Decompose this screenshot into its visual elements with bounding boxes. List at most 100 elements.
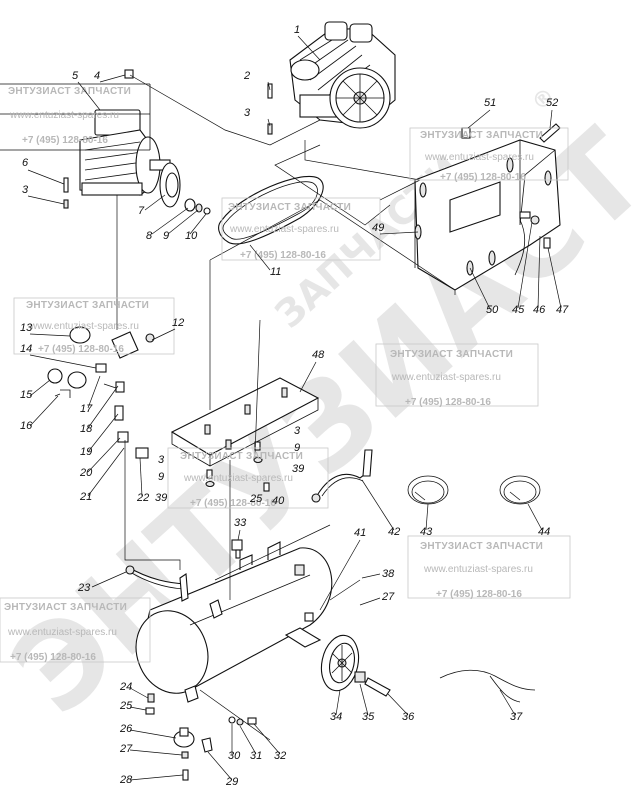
callout-2: 2	[243, 70, 250, 82]
watermark-phone: +7 (495) 128-80-16	[38, 344, 124, 355]
watermark-brand-title: ЭНТУЗИАСТ ЗАПЧАСТИ	[228, 202, 351, 213]
callout-4: 4	[94, 70, 100, 82]
callout-25: 25	[119, 700, 133, 712]
callout-34: 34	[330, 711, 342, 723]
callout-3: 3	[158, 454, 165, 466]
part-power-cord	[439, 669, 536, 703]
callout-39: 39	[292, 463, 304, 475]
callout-6: 6	[22, 157, 29, 169]
callout-9: 9	[158, 471, 164, 483]
watermark-brand-title: ЭНТУЗИАСТ ЗАПЧАСТИ	[420, 541, 543, 552]
callout-5: 5	[72, 70, 79, 82]
callout-29: 29	[225, 776, 238, 788]
callout-13: 13	[20, 322, 33, 334]
watermark-stamp-8: ЭНТУЗИАСТ ЗАПЧАСТИ www.entuziast-spares.…	[0, 597, 151, 663]
part-motor-base-plate	[170, 377, 320, 467]
callout-14: 14	[20, 343, 32, 355]
callout-39: 39	[155, 492, 167, 504]
part-bolts-small	[63, 69, 273, 209]
callout-38: 38	[382, 568, 395, 580]
part-pump-head	[289, 21, 396, 129]
part-safety-valve	[231, 539, 243, 559]
callout-36: 36	[402, 711, 415, 723]
callout-21: 21	[79, 491, 92, 503]
callout-45: 45	[512, 304, 525, 316]
part-guard-fixings	[514, 211, 551, 276]
callout-18: 18	[80, 423, 93, 435]
watermark-stamps: ЭНТУЗИАСТ ЗАПЧАСТИ www.entuziast-spares.…	[0, 83, 571, 663]
watermark-site: www.entuziast-spares.ru	[29, 321, 139, 332]
watermark-phone: +7 (495) 128-80-16	[440, 172, 526, 183]
watermark-stamp-5: ЭНТУЗИАСТ ЗАПЧАСТИ www.entuziast-spares.…	[375, 343, 539, 408]
callout-7: 7	[138, 205, 145, 217]
callout-47: 47	[556, 304, 569, 316]
watermark-stamp-4: ЭНТУЗИАСТ ЗАПЧАСТИ www.entuziast-spares.…	[13, 297, 175, 355]
callout-48: 48	[312, 349, 325, 361]
part-motor-pulley	[159, 162, 181, 208]
watermark-site: www.entuziast-spares.ru	[183, 473, 293, 484]
watermark-stamp-7: ЭНТУЗИАСТ ЗАПЧАСТИ www.entuziast-spares.…	[407, 535, 571, 600]
callout-9: 9	[294, 442, 300, 454]
part-wheel	[320, 634, 360, 692]
callout-3: 3	[22, 184, 29, 196]
callout-8: 8	[146, 230, 153, 242]
watermark-brand-title: ЭНТУЗИАСТ ЗАПЧАСТИ	[420, 130, 543, 141]
callout-3: 3	[244, 107, 251, 119]
watermark-phone: +7 (495) 128-80-16	[240, 250, 326, 261]
callout-46: 46	[533, 304, 546, 316]
part-cable-bundles	[407, 475, 541, 505]
part-flex-hose	[311, 449, 373, 503]
part-tank-feet-drain	[145, 693, 257, 781]
watermark-phone: +7 (495) 128-80-16	[436, 589, 522, 600]
parts-layer	[47, 21, 561, 781]
part-wheel-axle	[354, 671, 391, 697]
watermark-site: www.entuziast-spares.ru	[424, 152, 534, 163]
callout-24: 24	[119, 681, 132, 693]
part-electric-motor	[79, 109, 171, 196]
watermark-phone: +7 (495) 128-80-16	[10, 652, 96, 663]
callout-35: 35	[362, 711, 375, 723]
callout-51: 51	[484, 97, 496, 109]
watermark-site: www.entuziast-spares.ru	[9, 110, 119, 121]
callout-17: 17	[80, 403, 93, 415]
watermark-brand-title: ЭНТУЗИАСТ ЗАПЧАСТИ	[26, 300, 149, 311]
callout-32: 32	[274, 750, 286, 762]
callout-31: 31	[250, 750, 262, 762]
part-base-fasteners	[205, 441, 270, 492]
callout-43: 43	[420, 526, 433, 538]
connection-lines	[116, 74, 456, 741]
callout-26: 26	[119, 723, 133, 735]
callout-15: 15	[20, 389, 33, 401]
part-belt-guard	[414, 139, 561, 291]
watermark-stamp-1: ЭНТУЗИАСТ ЗАПЧАСТИ www.entuziast-spares.…	[0, 83, 151, 151]
callout-50: 50	[486, 304, 499, 316]
callout-41: 41	[354, 527, 366, 539]
callout-12: 12	[172, 317, 184, 329]
callout-40: 40	[272, 495, 285, 507]
callout-27: 27	[381, 591, 395, 603]
watermark-site: www.entuziast-spares.ru	[423, 564, 533, 575]
callout-leaders	[27, 35, 562, 781]
callout-3: 3	[294, 425, 301, 437]
watermark-site: www.entuziast-spares.ru	[391, 372, 501, 383]
callout-49: 49	[372, 222, 384, 234]
watermark-site: www.entuziast-spares.ru	[7, 627, 117, 638]
part-drive-belt	[218, 176, 324, 245]
callout-9: 9	[163, 230, 169, 242]
watermark-site: www.entuziast-spares.ru	[229, 224, 339, 235]
callout-44: 44	[538, 526, 550, 538]
callout-27: 27	[119, 743, 133, 755]
callout-labels: 1 2 3 4 5 6 3 7 8 9 10 11 12 13 14 15 16…	[20, 24, 569, 788]
watermark-stamp-2: ЭНТУЗИАСТ ЗАПЧАСТИ www.entuziast-spares.…	[409, 127, 569, 183]
watermark-phone: +7 (495) 128-80-16	[22, 135, 108, 146]
watermark-stamp-6: ЭНТУЗИАСТ ЗАПЧАСТИ www.entuziast-spares.…	[167, 447, 329, 509]
watermark-brand-title: ЭНТУЗИАСТ ЗАПЧАСТИ	[180, 451, 303, 462]
watermark-phone: +7 (495) 128-80-16	[190, 498, 276, 509]
callout-16: 16	[20, 420, 33, 432]
callout-1: 1	[294, 24, 300, 36]
watermark-stamp-3: ЭНТУЗИАСТ ЗАПЧАСТИ www.entuziast-spares.…	[221, 197, 381, 261]
callout-22: 22	[136, 492, 149, 504]
callout-11: 11	[270, 266, 281, 278]
callout-42: 42	[388, 526, 400, 538]
